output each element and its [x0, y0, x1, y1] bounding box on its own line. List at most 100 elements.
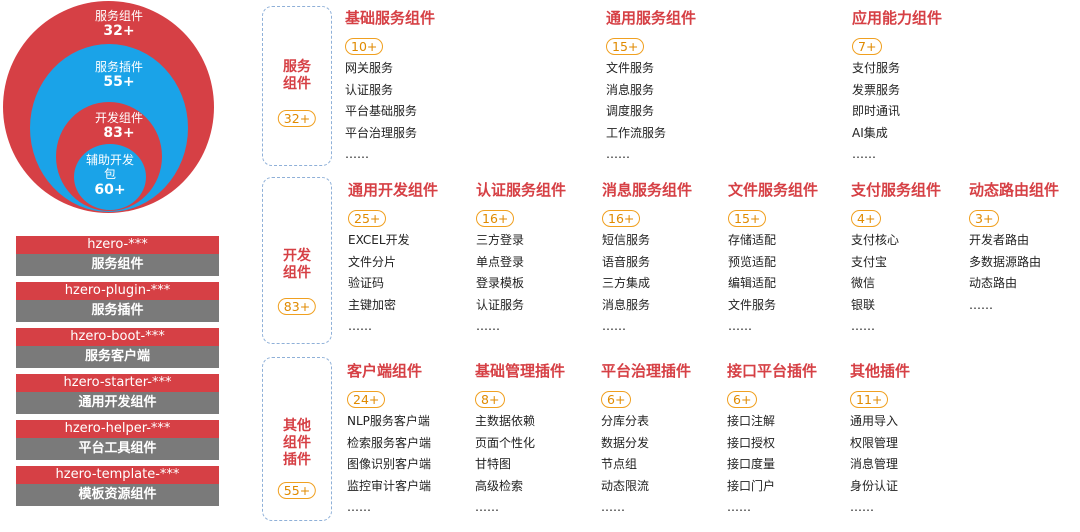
group-count-badge: 15+: [728, 210, 767, 227]
list-item: 发票服务: [852, 82, 901, 97]
package-item: hzero-starter-*** 通用开发组件: [16, 374, 219, 414]
package-name: hzero-plugin-***: [16, 282, 219, 300]
list-item: ……: [969, 297, 993, 312]
list-item: 调度服务: [606, 104, 655, 118]
list-item: 即时通讯: [852, 104, 901, 118]
group-count-badge: 15+: [606, 38, 645, 55]
section-title-line: 开发: [283, 248, 311, 264]
package-stack: hzero-*** 服务组件 hzero-plugin-*** 服务插件 hze…: [16, 236, 219, 506]
group-count-badge: 24+: [347, 391, 386, 408]
list-item: 接口门户: [727, 478, 776, 493]
list-item: 微信: [851, 276, 876, 290]
section-count-badge: 83+: [277, 298, 317, 315]
list-item: 多数据源路由: [969, 254, 1042, 269]
list-item: 文件服务: [728, 297, 777, 312]
package-item: hzero-*** 服务组件: [16, 236, 219, 276]
list-item: 开发者路由: [969, 233, 1030, 247]
section-title-line: 组件: [283, 265, 311, 281]
list-item: 消息服务: [606, 82, 655, 97]
group-title: 消息服务组件: [602, 181, 693, 199]
list-item: 认证服务: [476, 297, 525, 312]
group-items: 分库分表 数据分发 节点组 动态限流 ……: [601, 411, 731, 519]
list-item: 接口注解: [727, 414, 776, 428]
group-title: 支付服务组件: [851, 181, 942, 199]
package-label: 模板资源组件: [16, 484, 219, 506]
group-count-badge: 8+: [475, 391, 506, 408]
package-name: hzero-boot-***: [16, 328, 219, 346]
list-item: 支付服务: [852, 61, 901, 75]
group-payment-service: 支付服务组件 4+ 支付核心 支付宝 微信 银联 ……: [851, 180, 981, 338]
list-item: ……: [601, 500, 625, 514]
list-item: 登录模板: [476, 276, 525, 290]
list-item: 甘特图: [475, 457, 512, 471]
list-item: AI集成: [852, 125, 888, 140]
group-items: 短信服务 语音服务 三方集成 消息服务 ……: [602, 230, 732, 338]
circle-label-3: 辅助开发包 60+: [85, 153, 135, 199]
group-basic-service: 基础服务组件 10+ 网关服务 认证服务 平台基础服务 平台治理服务 ……: [345, 8, 475, 166]
group-items: 接口注解 接口授权 接口度量 接口门户 ……: [727, 411, 857, 519]
group-items: 三方登录 单点登录 登录模板 认证服务 ……: [476, 230, 606, 338]
group-count-badge: 6+: [601, 391, 632, 408]
group-items: 支付服务 发票服务 即时通讯 AI集成 ……: [852, 58, 982, 166]
list-item: ……: [852, 147, 876, 161]
list-item: ……: [727, 500, 751, 514]
list-item: 主键加密: [348, 297, 397, 312]
list-item: 消息管理: [850, 457, 899, 471]
circle-name: 开发组件: [94, 111, 143, 125]
group-items: 存储适配 预览适配 编辑适配 文件服务 ……: [728, 230, 858, 338]
group-items: 开发者路由 多数据源路由 动态路由 ……: [969, 230, 1077, 316]
group-title: 平台治理插件: [601, 362, 692, 380]
circle-name: 服务插件: [94, 60, 143, 74]
list-item: ……: [475, 500, 499, 514]
list-item: 分库分表: [601, 414, 650, 428]
group-count-badge: 11+: [850, 391, 889, 408]
group-title: 通用服务组件: [606, 9, 697, 27]
group-count-badge: 7+: [852, 38, 883, 55]
section-count-badge: 55+: [277, 482, 317, 499]
group-count-badge: 10+: [345, 38, 384, 55]
group-items: 网关服务 认证服务 平台基础服务 平台治理服务 ……: [345, 58, 475, 166]
list-item: 编辑适配: [728, 276, 777, 290]
list-item: ……: [850, 500, 874, 514]
group-title: 基础管理插件: [475, 362, 566, 380]
list-item: ……: [476, 319, 500, 333]
package-item: hzero-boot-*** 服务客户端: [16, 328, 219, 368]
list-item: 高级检索: [475, 478, 524, 493]
group-items: 主数据依赖 页面个性化 甘特图 高级检索 ……: [475, 411, 605, 519]
list-item: NLP服务客户端: [347, 414, 430, 428]
list-item: 动态路由: [969, 276, 1018, 290]
list-item: 网关服务: [345, 61, 394, 75]
section-title-line: 组件: [283, 435, 311, 451]
list-item: 页面个性化: [475, 435, 536, 450]
circle-aux-dev-packages: [74, 144, 146, 210]
group-message-service: 消息服务组件 16+ 短信服务 语音服务 三方集成 消息服务 ……: [602, 180, 732, 338]
group-general-dev: 通用开发组件 25+ EXCEL开发 文件分片 验证码 主键加密 ……: [348, 180, 478, 338]
group-title: 客户端组件: [347, 362, 423, 380]
section-box-other-plugins: 其他 组件 插件 55+: [262, 357, 332, 521]
list-item: 验证码: [348, 276, 385, 290]
package-name: hzero-template-***: [16, 466, 219, 484]
list-item: 通用导入: [850, 414, 899, 428]
section-count-badge: 32+: [277, 110, 317, 127]
group-title: 认证服务组件: [476, 181, 567, 199]
group-general-service: 通用服务组件 15+ 文件服务 消息服务 调度服务 工作流服务 ……: [606, 8, 736, 166]
list-item: 三方登录: [476, 233, 525, 247]
group-other-plugins: 其他插件 11+ 通用导入 权限管理 消息管理 身份认证 ……: [850, 361, 980, 519]
group-title: 接口平台插件: [727, 362, 818, 380]
list-item: EXCEL开发: [348, 233, 410, 247]
group-title: 动态路由组件: [969, 181, 1060, 199]
list-item: ……: [851, 319, 875, 333]
list-item: 接口度量: [727, 457, 776, 471]
list-item: 权限管理: [850, 435, 899, 450]
section-box-dev-components: 开发 组件 83+: [262, 177, 332, 344]
package-item: hzero-helper-*** 平台工具组件: [16, 420, 219, 460]
list-item: 支付宝: [851, 254, 888, 269]
section-title: 开发 组件: [263, 248, 331, 282]
package-label: 通用开发组件: [16, 392, 219, 414]
circle-name: 辅助开发包: [85, 153, 134, 182]
list-item: 接口授权: [727, 435, 776, 450]
group-count-badge: 16+: [602, 210, 641, 227]
list-item: ……: [347, 500, 371, 514]
group-count-badge: 4+: [851, 210, 882, 227]
group-items: 支付核心 支付宝 微信 银联 ……: [851, 230, 981, 338]
